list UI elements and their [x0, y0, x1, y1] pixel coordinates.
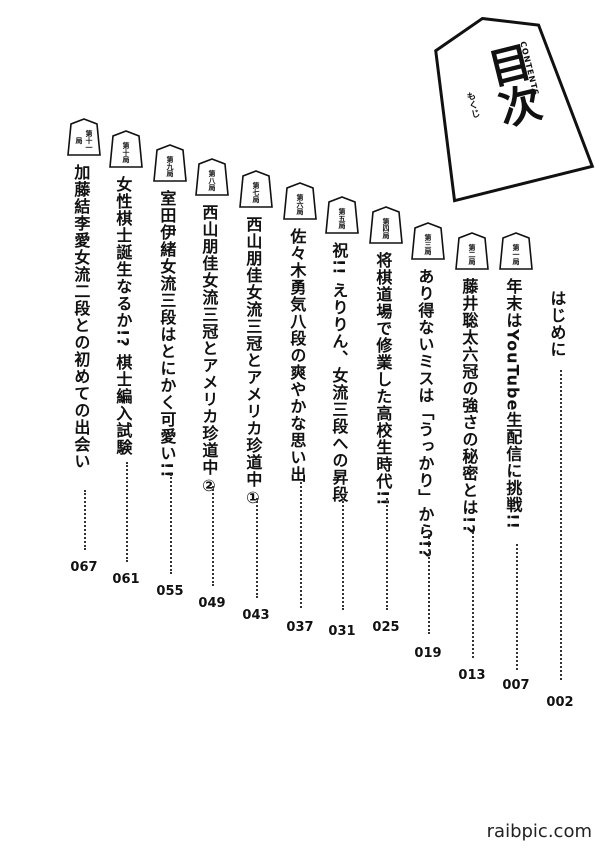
chapter-title: 加藤結李愛女流二段との初めての出会い: [71, 164, 91, 470]
chapter-title: 祝!! えりりん、女流三段への昇段: [329, 242, 349, 504]
chapter-title: 藤井聡太六冠の強さの秘密とは!?: [459, 278, 479, 535]
dot-leader: [126, 462, 128, 562]
chapter-badge: 第十一局: [75, 129, 93, 151]
shogi-piece-icon: 第九局: [153, 144, 187, 182]
chapter-title: 女性棋士誕生なるか!? 棋士編入試験: [113, 176, 133, 457]
chapter-title: 将棋道場で修業した高校生時代!!: [373, 252, 393, 507]
page-number: 043: [242, 608, 270, 623]
dot-leader: [170, 474, 172, 574]
shogi-piece-icon: 第七局: [239, 170, 273, 208]
chapter-badge: 第三局: [424, 233, 432, 255]
dot-leader: [428, 534, 430, 634]
chapter-title: 室田伊緒女流三段はとにかく可愛い!!: [157, 190, 177, 479]
page-number: 002: [546, 695, 574, 710]
shogi-piece-icon: 第十局: [109, 130, 143, 168]
dot-leader: [300, 482, 302, 608]
chapter-badge: 第十局: [122, 141, 130, 163]
chapter-badge: 第二局: [468, 243, 476, 265]
page-number: 025: [372, 620, 400, 635]
shogi-piece-icon: 第二局: [455, 232, 489, 270]
chapter-title: 西山朋佳女流三冠とアメリカ珍道中②: [199, 204, 219, 496]
dot-leader: [386, 498, 388, 610]
chapter-title: はじめに: [547, 290, 567, 358]
page-number: 055: [156, 584, 184, 599]
dot-leader: [342, 498, 344, 610]
page-number: 049: [198, 596, 226, 611]
shogi-piece-icon: 第四局: [369, 206, 403, 244]
chapter-badge: 第六局: [296, 193, 304, 215]
chapter-badge: 第一局: [512, 243, 520, 265]
chapter-badge: 第四局: [382, 217, 390, 239]
shogi-piece-icon: 第一局: [499, 232, 533, 270]
chapter-title: 西山朋佳女流三冠とアメリカ珍道中①: [243, 216, 263, 508]
page-number: 067: [70, 560, 98, 575]
chapter-title: 年末はYouTube生配信に挑戦!!: [503, 278, 523, 530]
shogi-piece-icon: 第八局: [195, 158, 229, 196]
page-number: 013: [458, 668, 486, 683]
title-badge: CONTENTS 目次 もくじ: [409, 0, 597, 205]
page-number: 031: [328, 624, 356, 639]
page-number: 007: [502, 678, 530, 693]
chapter-title: 佐々木勇気八段の爽やかな思い出: [287, 228, 307, 483]
watermark: raibpic.com: [486, 821, 592, 842]
chapter-badge: 第九局: [166, 155, 174, 177]
chapter-badge: 第七局: [252, 181, 260, 203]
shogi-piece-icon: 第五局: [325, 196, 359, 234]
page-number: 061: [112, 572, 140, 587]
page-number: 037: [286, 620, 314, 635]
shogi-piece-icon: 第三局: [411, 222, 445, 260]
shogi-piece-icon: 第六局: [283, 182, 317, 220]
shogi-piece-icon: 第十一局: [67, 118, 101, 156]
dot-leader: [84, 490, 86, 550]
dot-leader: [256, 498, 258, 598]
title-badge-shape: [434, 16, 595, 203]
chapter-badge: 第五局: [338, 207, 346, 229]
dot-leader: [560, 370, 562, 680]
chapter-title: あり得ないミスは「うっかり」から!?: [415, 268, 435, 559]
dot-leader: [516, 544, 518, 670]
dot-leader: [212, 486, 214, 586]
page-number: 019: [414, 646, 442, 661]
chapter-badge: 第八局: [208, 169, 216, 191]
dot-leader: [472, 532, 474, 658]
